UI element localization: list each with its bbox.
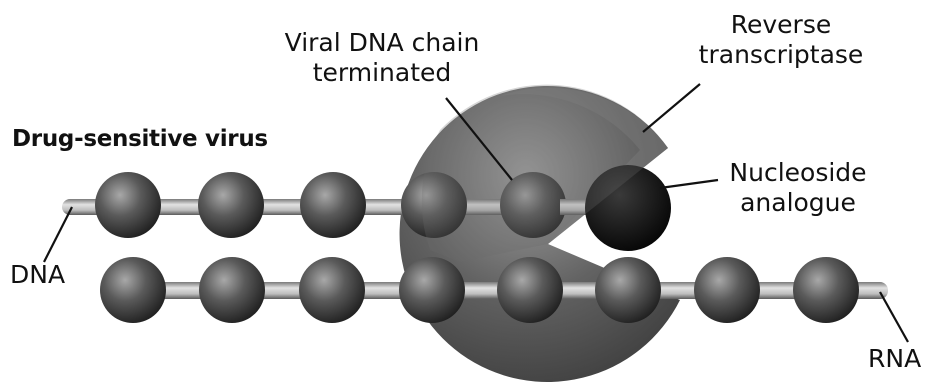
leader-rna bbox=[880, 292, 908, 342]
label-nucleoside-analogue: Nucleoside analogue bbox=[718, 158, 878, 218]
rna-bead bbox=[793, 257, 859, 323]
diagram-title: Drug-sensitive virus bbox=[12, 124, 268, 154]
rna-bead bbox=[299, 257, 365, 323]
dna-bead bbox=[95, 172, 161, 238]
rna-bead bbox=[399, 257, 465, 323]
rna-bead bbox=[694, 257, 760, 323]
rna-bead bbox=[595, 257, 661, 323]
rna-bead bbox=[199, 257, 265, 323]
dna-bead bbox=[198, 172, 264, 238]
leader-dna bbox=[44, 207, 72, 262]
label-dna: DNA bbox=[10, 260, 65, 290]
label-rna: RNA bbox=[868, 344, 921, 374]
rna-bead bbox=[497, 257, 563, 323]
dna-bead bbox=[300, 172, 366, 238]
leader-nucleoside-analogue bbox=[660, 180, 718, 188]
rna-bead bbox=[100, 257, 166, 323]
label-reverse-transcriptase: Reverse transcriptase bbox=[684, 10, 878, 70]
leader-reverse-transcriptase bbox=[643, 84, 700, 132]
label-chain-terminated: Viral DNA chain terminated bbox=[262, 28, 502, 88]
